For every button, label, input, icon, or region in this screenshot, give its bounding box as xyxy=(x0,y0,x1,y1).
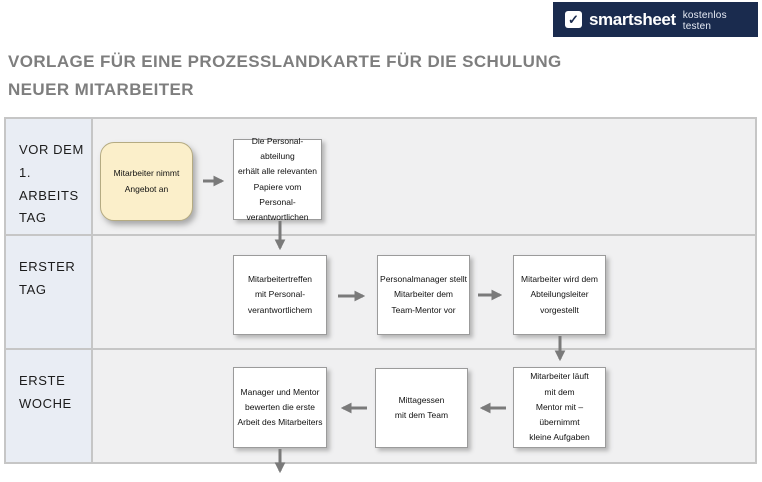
lane-label-first-day: ERSTER TAG xyxy=(6,236,93,348)
node-team-lunch[interactable]: Mittagessen mit dem Team xyxy=(375,368,468,448)
node-first-work-review[interactable]: Manager und Mentor bewerten die erste Ar… xyxy=(233,367,327,448)
node-hr-receives-papers[interactable]: Die Personal-abteilung erhält alle relev… xyxy=(233,136,322,222)
node-mentor-introduction[interactable]: Personalmanager stellt Mitarbeiter dem T… xyxy=(377,255,470,335)
lane-before-first-day: VOR DEM 1. ARBEITSTAG xyxy=(6,119,755,234)
lane-body-before-first-day xyxy=(93,119,755,234)
lane-label-before-first-day: VOR DEM 1. ARBEITSTAG xyxy=(6,119,93,234)
free-trial-link[interactable]: kostenlos testen xyxy=(682,9,727,32)
lane-label-first-week: ERSTE WOCHE xyxy=(6,350,93,462)
smartsheet-logo-banner[interactable]: ✓ smartsheet kostenlos testen xyxy=(553,2,758,37)
smartsheet-checkmark-icon: ✓ xyxy=(565,11,582,28)
smartsheet-brand-text: smartsheet xyxy=(589,9,676,29)
node-mentor-shadowing[interactable]: Mitarbeiter läuft mit dem Mentor mit – ü… xyxy=(513,367,606,448)
page-title: VORLAGE FÜR EINE PROZESSLANDKARTE FÜR DI… xyxy=(8,52,562,100)
node-meeting-hr[interactable]: Mitarbeitertreffen mit Personal- verantw… xyxy=(233,255,327,335)
node-offer-accepted[interactable]: Mitarbeiter nimmt Angebot an xyxy=(100,142,193,221)
node-department-head-introduction[interactable]: Mitarbeiter wird dem Abteilungsleiter vo… xyxy=(513,255,606,335)
